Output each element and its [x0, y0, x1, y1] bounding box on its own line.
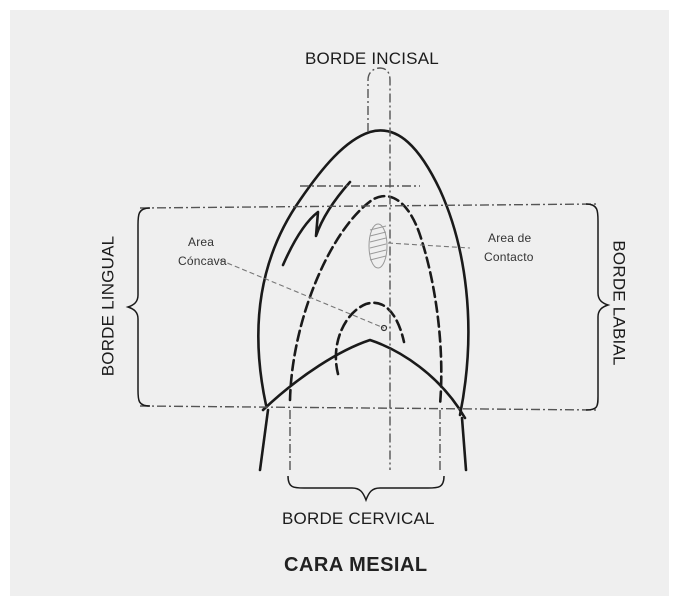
- contact-area-label-line2: Contacto: [484, 251, 534, 263]
- bottom-guide-line: [140, 406, 596, 410]
- lingual-edge-label: BORDE LINGUAL: [100, 236, 117, 377]
- contact-area-hatch: [369, 224, 387, 268]
- root-right: [462, 418, 466, 470]
- diagram-caption: CARA MESIAL: [284, 555, 428, 575]
- incisal-axis-left: [368, 68, 390, 470]
- concave-area-label-line1: Area: [188, 236, 214, 248]
- concave-area-outline: [336, 303, 404, 374]
- lingual-notch: [283, 182, 350, 265]
- cervical-arch: [263, 340, 465, 418]
- cervical-edge-label: BORDE CERVICAL: [282, 510, 435, 527]
- cervical-brace: [288, 476, 444, 500]
- incisal-edge-label: BORDE INCISAL: [305, 50, 439, 67]
- contact-area-label-line1: Area de: [488, 232, 531, 244]
- labial-brace: [586, 204, 608, 410]
- crown-outline: [258, 130, 468, 415]
- labial-edge-label: BORDE LABIAL: [611, 240, 628, 365]
- inner-dashed-contour: [290, 196, 441, 405]
- lingual-brace: [128, 208, 150, 406]
- concave-area-label-line2: Cóncava: [178, 255, 227, 267]
- root-left: [260, 410, 268, 470]
